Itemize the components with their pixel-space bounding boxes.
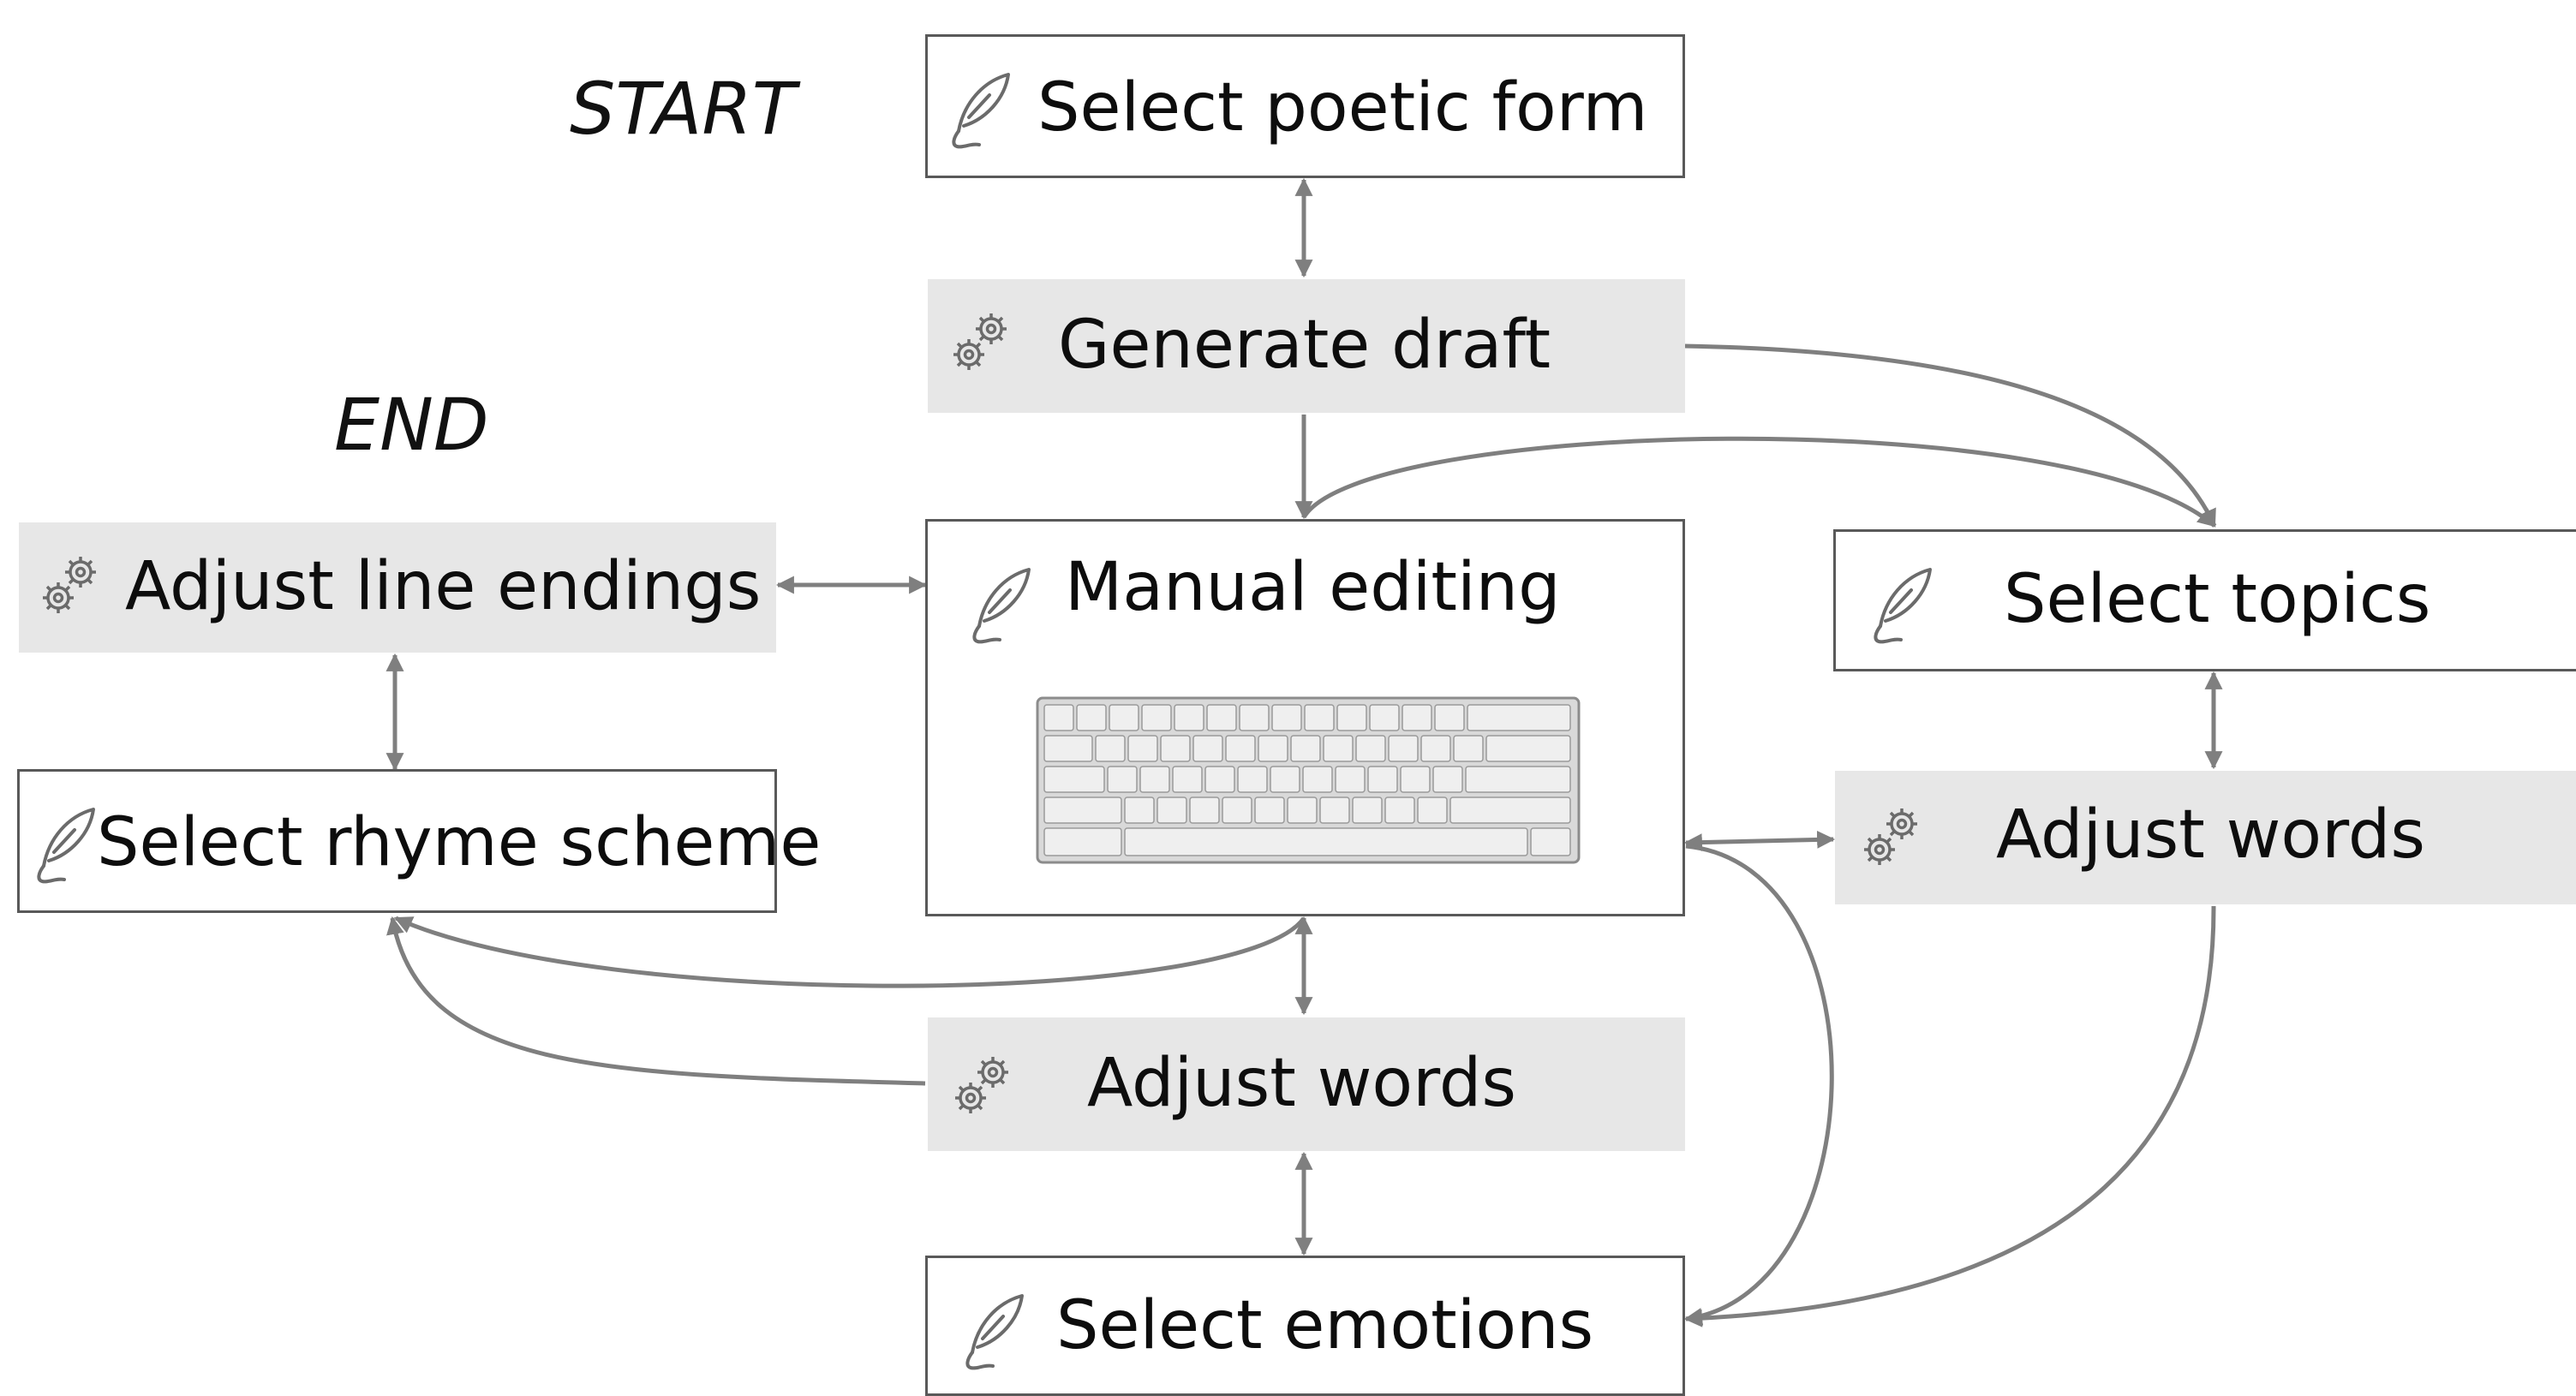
arrow-adjustwords-emotions [1683, 905, 2216, 1327]
quill-icon [952, 73, 1010, 149]
node-label: Select poetic form [1037, 69, 1648, 146]
gears-icon [955, 1057, 1008, 1113]
node-label: Adjust line endings [125, 548, 762, 625]
node-select-rhyme-scheme[interactable]: Select rhyme scheme [17, 769, 821, 913]
node-select-poetic-form[interactable]: Select poetic form [925, 34, 1685, 178]
start-marker: START [570, 67, 797, 151]
arrow-editing-adjustwords [1683, 830, 1836, 852]
gears-icon [1864, 808, 1917, 865]
arrow-editing-rhyme [394, 916, 1306, 988]
arrow-editing-emotions [1683, 844, 1834, 1326]
quill-icon [965, 1294, 1024, 1370]
node-adjust-words-right[interactable]: Adjust words [1835, 771, 2576, 904]
node-adjust-words-center[interactable]: Adjust words [928, 1017, 1685, 1151]
node-generate-draft[interactable]: Generate draft [928, 279, 1685, 413]
quill-icon [1874, 568, 1932, 644]
node-label: Manual editing [1065, 549, 1561, 626]
gears-icon [43, 557, 96, 613]
arrow-editing-topics [1301, 436, 2216, 528]
node-label: Select emotions [1056, 1287, 1594, 1364]
arrow-adjustwords-rhyme [386, 916, 926, 1086]
quill-icon [37, 808, 95, 884]
node-label: Adjust words [1087, 1045, 1516, 1122]
node-label: Adjust words [1996, 796, 2425, 874]
node-label: Select rhyme scheme [97, 804, 822, 881]
node-adjust-line-endings[interactable]: Adjust line endings [19, 522, 776, 653]
node-select-topics[interactable]: Select topics [1833, 529, 2576, 671]
node-manual-editing[interactable]: Manual editing [925, 519, 1685, 916]
node-select-emotions[interactable]: Select emotions [925, 1256, 1685, 1396]
keyboard-icon [1036, 696, 1581, 864]
arrow-draft-topics [1682, 343, 2217, 528]
node-label: Generate draft [1058, 307, 1551, 384]
gears-icon [953, 313, 1007, 370]
quill-icon [972, 568, 1031, 644]
node-label: Select topics [2004, 561, 2431, 638]
end-marker: END [334, 383, 489, 467]
